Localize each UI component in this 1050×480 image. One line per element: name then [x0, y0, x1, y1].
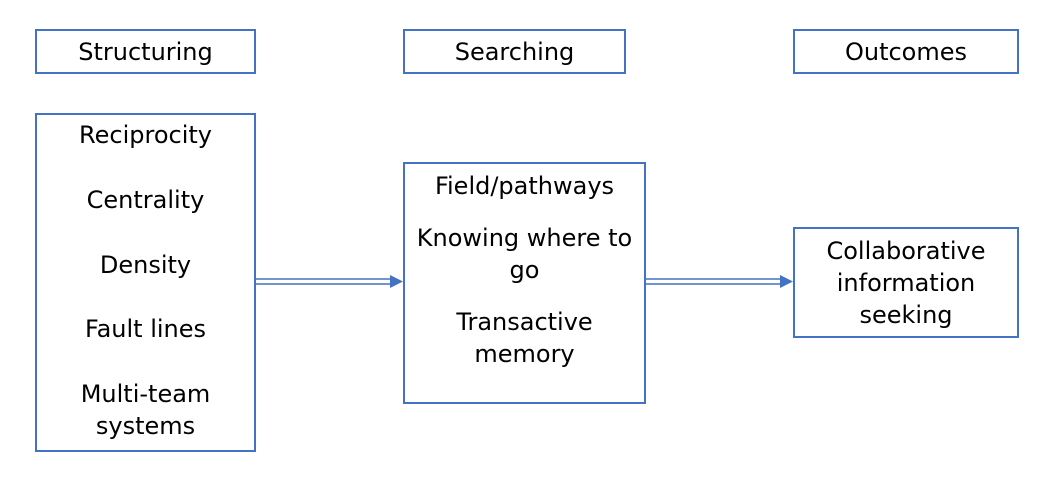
structuring-item-multi-team-systems: Multi-team systems: [80, 380, 211, 440]
outcomes-header: Outcomes: [793, 29, 1019, 74]
searching-header-label: Searching: [454, 37, 575, 66]
structuring-header: Structuring: [35, 29, 256, 74]
structuring-box: Reciprocity Centrality Density Fault lin…: [35, 113, 256, 452]
arrow-searching-to-outcomes: [646, 275, 793, 288]
searching-item-knowing-where-to-go: Knowing where to go: [416, 224, 633, 284]
structuring-item-reciprocity: Reciprocity: [79, 121, 212, 149]
searching-box: Field/pathways Knowing where to go Trans…: [403, 162, 646, 404]
outcomes-item-collaborative-information-seeking: Collaborative information seeking: [826, 236, 986, 329]
outcomes-box: Collaborative information seeking: [793, 227, 1019, 338]
structuring-item-fault-lines: Fault lines: [84, 315, 207, 344]
searching-header: Searching: [403, 29, 626, 74]
structuring-item-density: Density: [99, 250, 192, 279]
structuring-item-centrality: Centrality: [86, 185, 205, 214]
arrow-structuring-to-searching: [256, 275, 403, 288]
searching-item-field-pathways: Field/pathways: [434, 172, 615, 200]
searching-item-transactive-memory: Transactive memory: [456, 308, 593, 368]
structuring-header-label: Structuring: [78, 37, 213, 66]
outcomes-header-label: Outcomes: [844, 37, 968, 66]
